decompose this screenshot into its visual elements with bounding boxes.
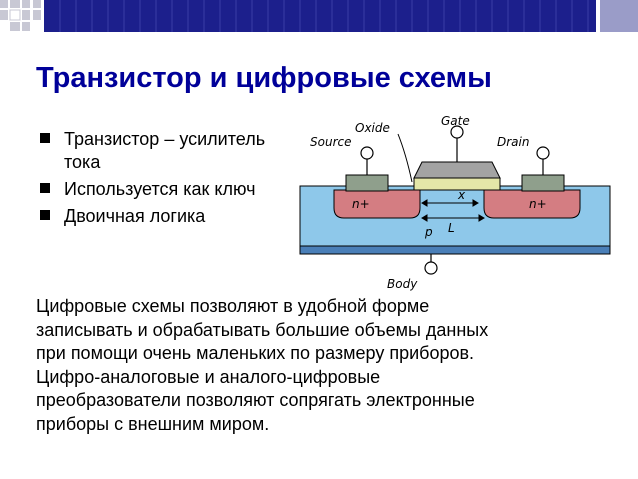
n-plus-right-label: n+ [529,197,547,211]
bullet-text: Транзистор – усилитель тока [64,129,266,172]
x-label: x [457,188,466,202]
body-paragraph: Цифровые схемы позволяют в удобной форме… [36,296,489,434]
bullet-text: Используется как ключ [64,179,256,199]
source-contact [345,174,389,192]
corner-squares [0,0,41,31]
drain-contact [521,174,565,192]
drain-label: Drain [497,135,529,149]
substrate-bottom-band [299,245,611,255]
p-label: p [424,225,433,239]
square-bullet-icon [40,210,50,220]
slide-title: Транзистор и цифровые схемы [36,62,492,94]
square-bullet-icon [40,133,50,143]
gate-label: Gate [441,114,470,128]
oxide-layer [413,177,501,191]
mosfet-diagram: Gate Oxide Source Drain n+ n+ x L p Body [299,114,611,291]
source-terminal [360,146,374,160]
bullet-list: Транзистор – усилитель тока Используется… [36,128,266,232]
body-label: Body [387,277,418,291]
channel-length-arrow [421,214,485,222]
oxide-pointer [397,133,413,183]
channel-x-arrow [421,199,479,207]
n-plus-left-label: n+ [352,197,370,211]
drain-terminal [536,146,550,160]
n-region-right [483,189,581,219]
n-region-left [333,189,421,219]
bullet-item: Транзистор – усилитель тока [36,128,266,174]
bullet-item: Двоичная логика [36,205,266,228]
source-label: Source [310,135,351,149]
square-bullet-icon [40,183,50,193]
bullet-item: Используется как ключ [36,178,266,201]
gate-electrode [413,161,501,179]
decorative-top-bar [0,0,638,34]
length-label: L [448,221,455,235]
bullet-text: Двоичная логика [64,206,206,226]
bar-stripes [59,0,589,32]
gate-terminal [450,125,464,139]
oxide-label: Oxide [355,121,390,135]
body-terminal [424,261,438,275]
